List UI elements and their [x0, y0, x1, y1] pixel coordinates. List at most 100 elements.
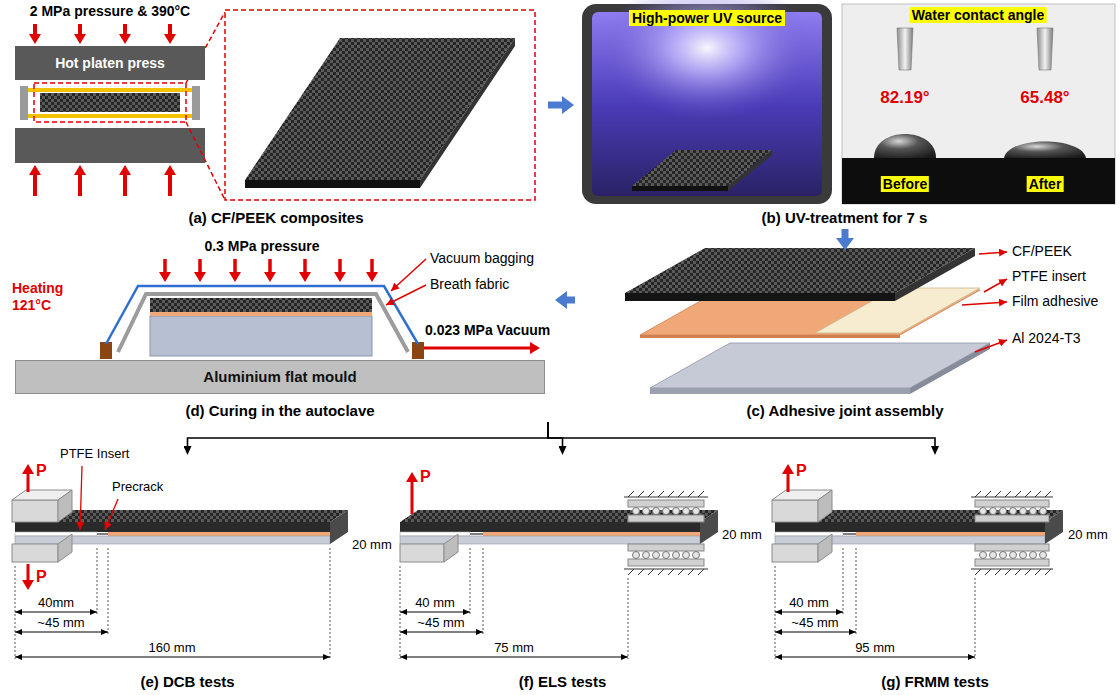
fixed-support: [975, 569, 981, 575]
autoclave-illustration: [100, 259, 530, 359]
dimension-label: 40 mm: [789, 596, 829, 611]
fixed-support: [628, 569, 634, 575]
pressure-arrow: [78, 24, 82, 34]
figure-panel: (e) DCB tests: [5, 455, 370, 693]
load-block: [444, 534, 458, 562]
composite-plate-edge: [728, 150, 772, 191]
part-label: PTFE Insert: [60, 447, 129, 462]
clamp-fixture: [975, 500, 1049, 566]
load-block: [400, 544, 444, 562]
flow-arrow: [567, 297, 575, 304]
leader-line: [962, 252, 1007, 352]
part-label: PTFE insert: [1012, 268, 1086, 284]
dimension-label: ~45 mm: [37, 616, 84, 631]
fixed-support: [985, 491, 991, 497]
specimen-end: [330, 510, 348, 544]
node-text: (d) Curing in the autoclave: [185, 402, 374, 419]
clamp-roller: [990, 508, 997, 515]
clamp-roller: [673, 508, 680, 515]
vacuum-line: [424, 347, 530, 350]
contact-angle-value: 65.48°: [1020, 88, 1069, 108]
composite-arm: [400, 522, 700, 532]
clamp-fixture: [628, 515, 704, 522]
press-platen-bottom: [15, 128, 205, 163]
load-block: [818, 534, 832, 562]
flow-arrow: [548, 422, 563, 446]
fixed-support: [624, 569, 708, 570]
composite-edge: [625, 293, 895, 301]
dimension-guide: [400, 548, 628, 659]
load-arrow: [27, 474, 30, 492]
annotation-label: 2 MPa pressure & 390°C: [30, 3, 190, 19]
highlight-label: Before: [881, 176, 929, 192]
vacuum-bag: [106, 286, 418, 344]
fixed-support: [688, 491, 694, 497]
joint-assembly-illustration: [625, 248, 1007, 394]
zoom-box: [225, 10, 535, 200]
dimension-guide: [975, 578, 976, 659]
clamp-roller: [643, 508, 650, 515]
load-block: [772, 500, 818, 522]
clamp-fixture: [975, 559, 1049, 566]
dimension-guide: [330, 548, 331, 659]
pressure-arrow: [123, 24, 127, 34]
pressure-arrow: [33, 24, 37, 34]
fixed-support: [1045, 569, 1051, 575]
fixed-support: [678, 569, 684, 575]
precrack: [843, 532, 856, 536]
clamp-roller: [1010, 552, 1017, 559]
dimension-label: 40mm: [38, 596, 74, 611]
clamp-fixture: [975, 515, 1049, 522]
node-text: (f) ELS tests: [519, 673, 607, 690]
fixed-support: [971, 491, 1053, 575]
clamp-roller: [653, 508, 660, 515]
part-label: Precrack: [112, 480, 163, 495]
clamp-roller: [1000, 508, 1007, 515]
dimension-guide: [843, 548, 844, 614]
clamp-roller: [693, 552, 700, 559]
dimension-label: ~45 mm: [417, 616, 464, 631]
pressure-arrow: [123, 175, 127, 196]
dimension-line: [775, 632, 856, 633]
load-block: [12, 544, 58, 562]
dimension-label: 20 mm: [722, 528, 762, 543]
load-block: [12, 500, 58, 522]
fixed-support: [698, 491, 704, 497]
els-specimen-illustration: [400, 482, 718, 659]
fixed-support: [628, 491, 634, 497]
clamp-fixture: [628, 500, 704, 566]
fixed-support: [688, 569, 694, 575]
leader-line: [386, 285, 426, 305]
clamp-fixture: [628, 559, 704, 566]
dimension-line: [400, 632, 483, 633]
dimension-line: [15, 612, 97, 613]
dimension-line: [775, 657, 975, 658]
fixed-support: [971, 497, 1053, 498]
leader-line: [386, 259, 426, 305]
fixed-support: [658, 491, 664, 497]
load-label: P: [420, 468, 431, 486]
figure-panel: (f) ELS tests: [380, 455, 745, 693]
uv-treatment-illustration: [582, 0, 1115, 204]
mould-plate: Aluminium flat mould: [15, 360, 545, 394]
leader-line: [962, 302, 1007, 305]
clamp-roller: [1010, 508, 1017, 515]
dimension-line: [400, 612, 628, 657]
dimension-label: 75 mm: [494, 641, 534, 656]
composite-plate-edge: [245, 180, 420, 188]
composite-adherend: [150, 298, 372, 312]
film-adhesive: [150, 312, 372, 316]
clamp-fixture: [628, 500, 704, 507]
leader-line: [979, 252, 1007, 254]
pressure-arrow: [78, 175, 82, 196]
clamp-roller: [980, 508, 1047, 559]
highlight-label: Water contact angle: [910, 7, 1047, 23]
dimension-line: [15, 632, 108, 633]
figure-panel: (b) UV-treatment for 7 sHigh-power UV so…: [574, 2, 1115, 229]
node-text: Hot platen press: [55, 55, 165, 71]
precrack: [843, 534, 856, 535]
zoom-box: [34, 83, 186, 122]
precrack: [97, 532, 108, 536]
uv-chamber: High-power UV source: [582, 4, 832, 204]
clamp-roller: [1040, 508, 1047, 515]
